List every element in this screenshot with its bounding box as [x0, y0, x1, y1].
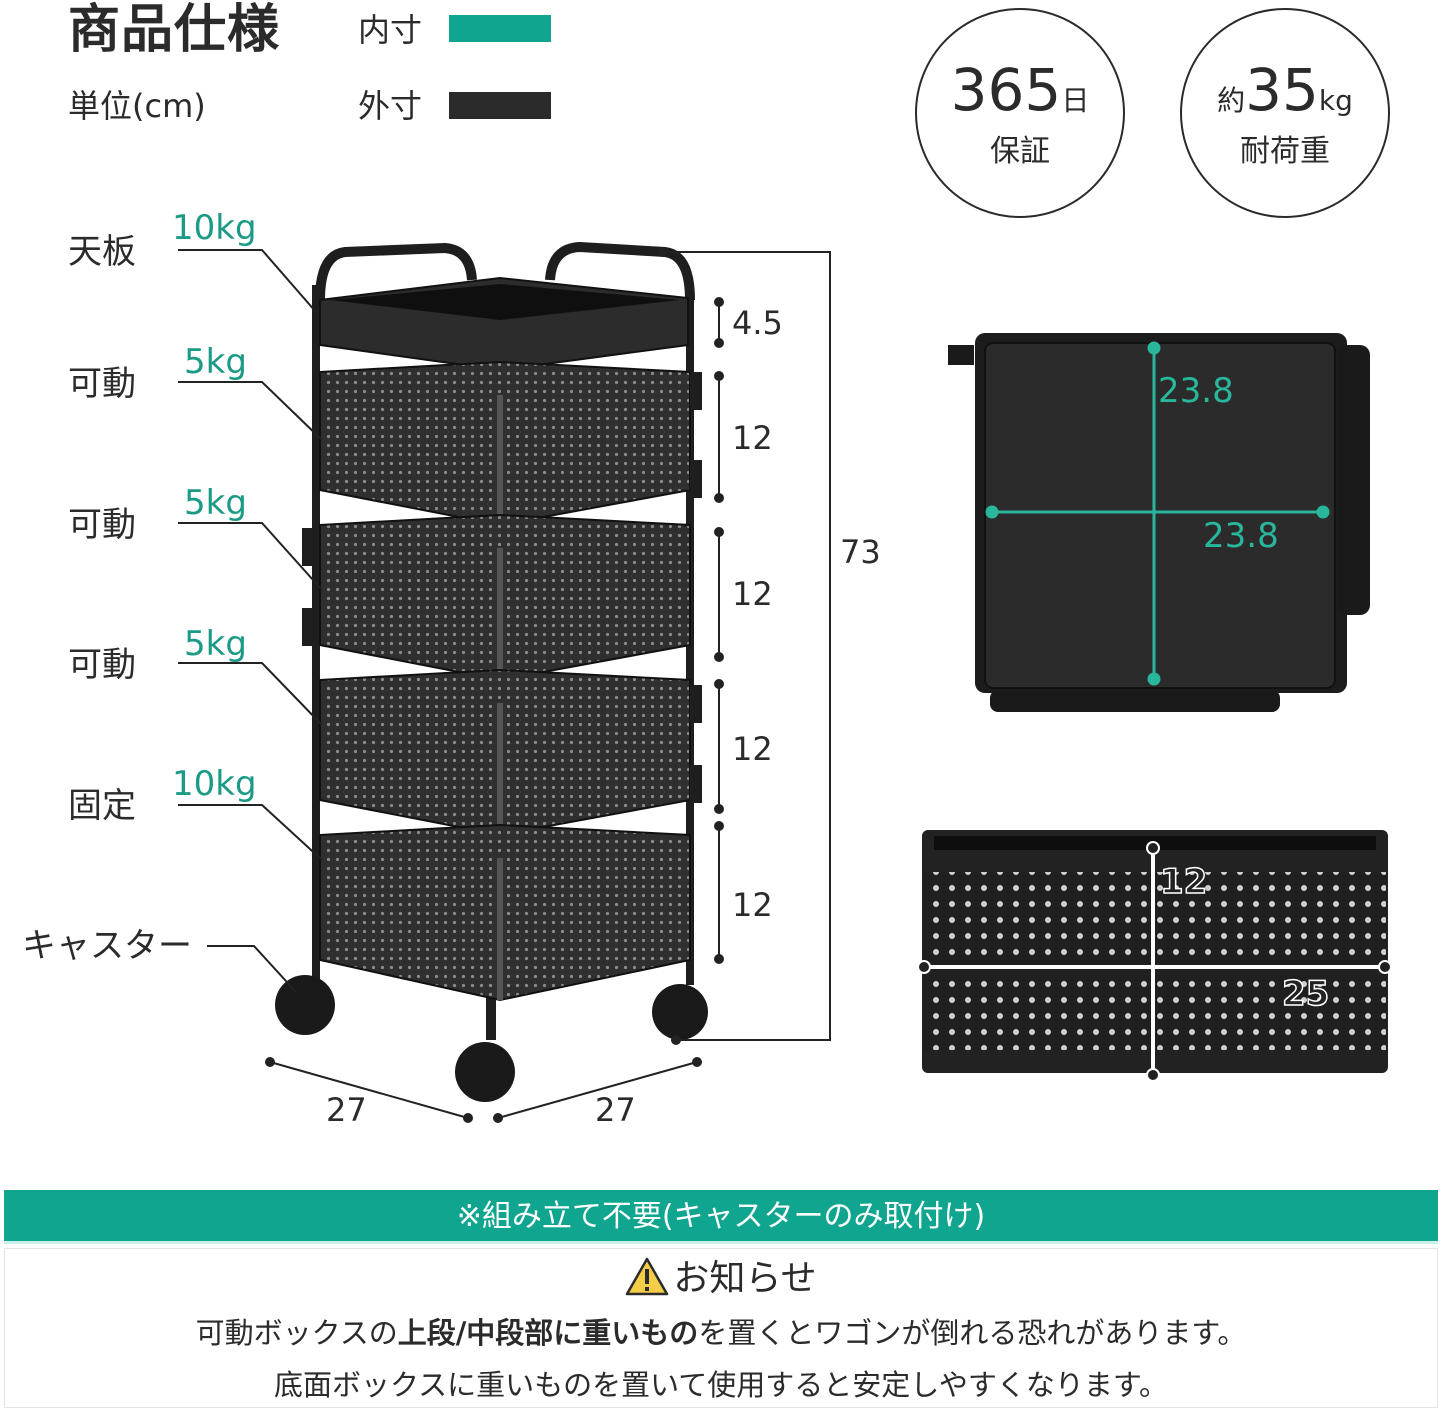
dim-box-height: 12	[1159, 862, 1208, 902]
dim-basket-3: 12	[732, 730, 773, 768]
dim-basket-2: 12	[732, 575, 773, 613]
notice-heading: お知らせ	[5, 1255, 1437, 1303]
load-label-movable-1: 5kg	[184, 342, 247, 382]
load-prefix: 約	[1217, 84, 1246, 117]
load-label-movable-2: 5kg	[184, 483, 247, 523]
dim-basket-1: 12	[732, 419, 773, 457]
load-label-top: 10kg	[172, 208, 257, 248]
dim-inner-width: 23.8	[1203, 516, 1279, 556]
load-label-fixed: 10kg	[172, 764, 257, 804]
warranty-value: 365	[950, 56, 1062, 124]
load-value: 35	[1245, 56, 1319, 124]
load-label-movable-3: 5kg	[184, 624, 247, 664]
notice-line-1c: を置くとワゴンが倒れる恐れがあります。	[698, 1316, 1247, 1350]
dim-inner-depth: 23.8	[1158, 371, 1234, 411]
dim-box-width: 25	[1281, 974, 1330, 1014]
notice-line-1a: 可動ボックスの	[195, 1316, 398, 1350]
warning-icon	[626, 1257, 669, 1296]
assembly-banner: ※組み立て不要(キャスターのみ取付け)	[4, 1190, 1438, 1244]
dim-top-tray: 4.5	[732, 304, 783, 342]
notice-line-1b-emphasis: 上段/中段部に重いもの	[397, 1316, 699, 1350]
part-label-top: 天板	[68, 232, 136, 272]
load-suffix: kg	[1318, 84, 1353, 117]
notice-line-2: 底面ボックスに重いものを置いて使用すると安定しやすくなります。	[273, 1368, 1169, 1402]
legend-inner-label: 内寸	[358, 11, 423, 49]
part-label-caster: キャスター	[22, 926, 192, 966]
notice-box: お知らせ 可動ボックスの上段/中段部に重いものを置くとワゴンが倒れる恐れがありま…	[4, 1248, 1438, 1408]
page-title: 商品仕様	[68, 0, 281, 60]
load-caption: 耐荷重	[1240, 134, 1330, 169]
notice-title: お知らせ	[673, 1258, 817, 1299]
legend-outer-swatch	[449, 92, 551, 119]
unit-label: 単位(cm)	[68, 87, 206, 125]
legend-inner-swatch	[449, 15, 551, 42]
warranty-caption: 保証	[990, 134, 1050, 169]
dim-depth: 27	[595, 1091, 636, 1129]
notice-line-1: 可動ボックスの上段/中段部に重いものを置くとワゴンが倒れる恐れがあります。	[5, 1313, 1437, 1353]
part-label-movable-2: 可動	[68, 505, 136, 545]
cart-illustration	[178, 241, 1392, 1123]
warranty-suffix: 日	[1061, 84, 1090, 117]
part-label-movable-1: 可動	[68, 364, 136, 404]
part-label-fixed: 固定	[68, 786, 136, 826]
warranty-badge: 365日 保証	[915, 8, 1125, 218]
dim-width: 27	[326, 1091, 367, 1129]
load-capacity-badge: 約35kg 耐荷重	[1180, 8, 1390, 218]
legend-outer-label: 外寸	[358, 87, 423, 125]
part-label-movable-3: 可動	[68, 645, 136, 685]
dim-basket-4: 12	[732, 886, 773, 924]
dim-total-height: 73	[840, 533, 881, 571]
